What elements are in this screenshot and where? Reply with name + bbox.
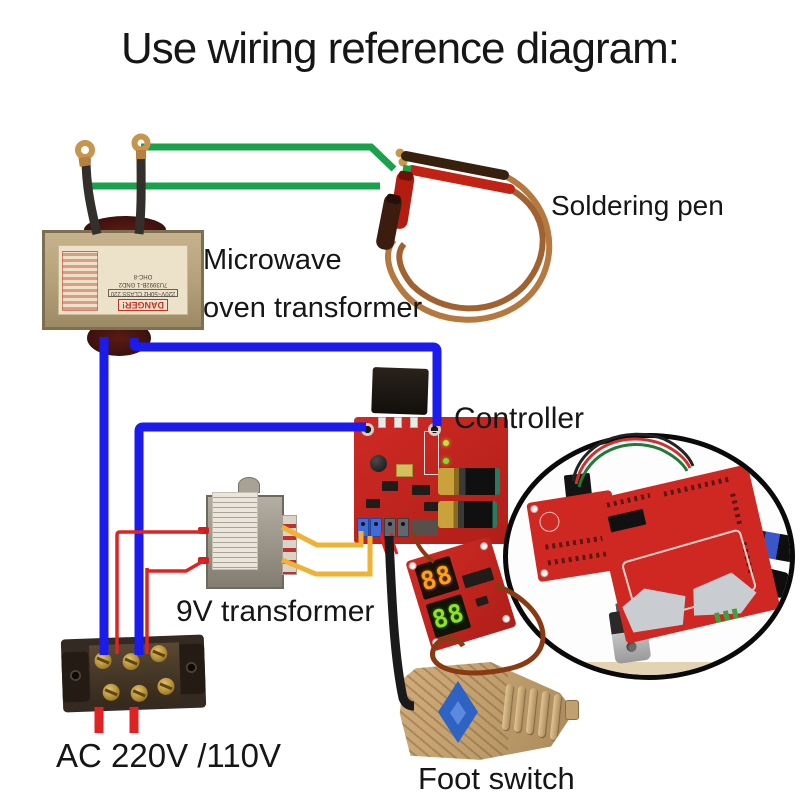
solder-pads [606,492,651,508]
label-soldering-pen: Soldering pen [551,190,724,221]
output-terminal [357,518,369,537]
mot-part-text: 7U3992B-1 GND2 [118,281,168,287]
pedal-rib [537,690,550,738]
pedal-rib [513,685,526,733]
header-4pin [607,508,647,533]
green-wires [83,143,397,190]
output-terminal [384,518,396,537]
terminal-hole [361,522,365,526]
label-ac-input: AC 220V /110V [56,737,282,774]
primary-pin [198,557,209,564]
relay-pin [410,417,418,428]
mot-spec-text: 220V~50Hz CLASS 220 [107,289,179,297]
controller-heatsink [371,367,429,415]
label-9v-transformer: 9V transformer [176,595,375,628]
transformer-label [212,492,258,570]
microwave-oven-transformer: DANGER! 220V~50Hz CLASS 220 7U3992B-1 GN… [42,230,204,330]
cap-hole [185,661,198,674]
pedal-diamond-inner [450,701,466,725]
ribbon-connector [412,519,438,536]
terminal-hole [388,522,392,526]
block-end-cap [177,643,206,695]
label-microwave-line1: Microwave [203,244,342,276]
cap-hole [69,669,82,682]
label-controller: Controller [454,402,585,435]
display-component [475,595,489,607]
output-terminal [397,518,409,537]
label-microwave-line2: oven transformer [203,292,423,324]
page-title: Use wiring reference diagram: [121,24,680,73]
output-terminal [370,518,382,537]
pen-black [401,151,509,180]
solder-pads [545,535,606,550]
pedal-rib [549,693,562,741]
mounting-tab [238,477,260,493]
capacitor [370,455,387,472]
mounting-hole-right [428,423,441,436]
mot-model-text: OHC-8 [133,273,153,279]
electrode-tip [395,148,405,158]
display-ic [461,567,495,589]
ac-terminal-block [60,634,207,713]
electrode-tip [398,157,408,167]
solder-pads [663,475,733,497]
silkscreen-stamp [538,510,561,534]
display-board: 88 88 [405,536,517,652]
board-hole [501,613,512,624]
terminal-hole [374,522,378,526]
seven-seg-bottom-digits: 88 [428,597,469,635]
board-hole [431,637,442,648]
pedal-rib [525,687,538,735]
relay-pin [394,417,402,428]
mot-ratings-table [62,251,98,311]
status-led-green [443,440,449,446]
label-foot-switch: Foot switch [418,761,575,796]
relay-pin [378,417,386,428]
solder-pads [547,551,608,566]
ring-terminal [131,133,151,153]
ic-chip [366,499,380,508]
transformer-9v [198,477,298,597]
primary-pin [198,527,209,534]
bobbin-secondary [282,515,297,575]
mot-label-text: DANGER! 220V~50Hz CLASS 220 7U3992B-1 GN… [102,249,184,311]
pen-handle-red [389,164,415,229]
board-hole [539,568,550,578]
block-end-cap [61,651,90,703]
solder-pads [730,493,743,528]
pen-handle-black [376,193,402,250]
board-hole [479,541,490,552]
mot-spec-label: DANGER! 220V~50Hz CLASS 220 7U3992B-1 GN… [58,245,188,315]
silkscreen-box [424,431,439,475]
pedal-hinge-tab [565,700,579,720]
mot-danger-text: DANGER! [118,299,168,311]
inset-surface-shadow [528,662,778,675]
ic-chip [424,502,440,511]
optocoupler-chip [396,464,413,477]
controller-detail-inset [503,433,795,680]
status-led-green [443,458,449,464]
current-knob [438,468,500,495]
terminal-hole [401,522,405,526]
time-knob [438,501,497,528]
inset-controller-back [593,464,781,644]
board-hole [529,504,539,514]
foot-pedal [399,662,575,760]
ic-chip [412,485,430,495]
ring-terminal [75,140,95,160]
ic-chip [382,481,398,491]
seven-seg-top-digits: 88 [417,559,457,597]
mounting-hole-left [361,423,374,436]
pen-red [407,165,515,194]
